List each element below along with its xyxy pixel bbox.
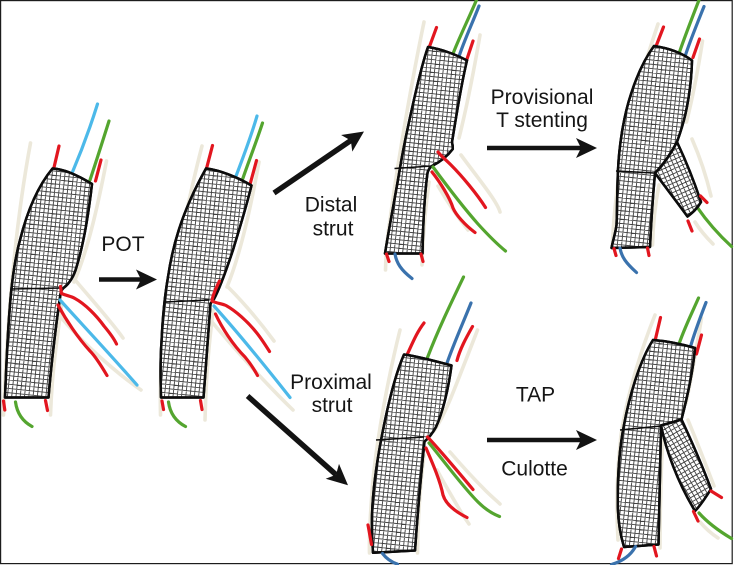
- svg-text:strut: strut: [313, 218, 354, 241]
- svg-text:Distal: Distal: [305, 194, 358, 217]
- svg-text:Provisional: Provisional: [491, 86, 594, 109]
- svg-text:T stenting: T stenting: [496, 109, 588, 132]
- svg-text:Culotte: Culotte: [501, 458, 568, 481]
- svg-text:POT: POT: [101, 233, 144, 256]
- svg-text:strut: strut: [312, 394, 353, 417]
- svg-text:TAP: TAP: [516, 384, 555, 407]
- svg-text:Proximal: Proximal: [290, 371, 372, 394]
